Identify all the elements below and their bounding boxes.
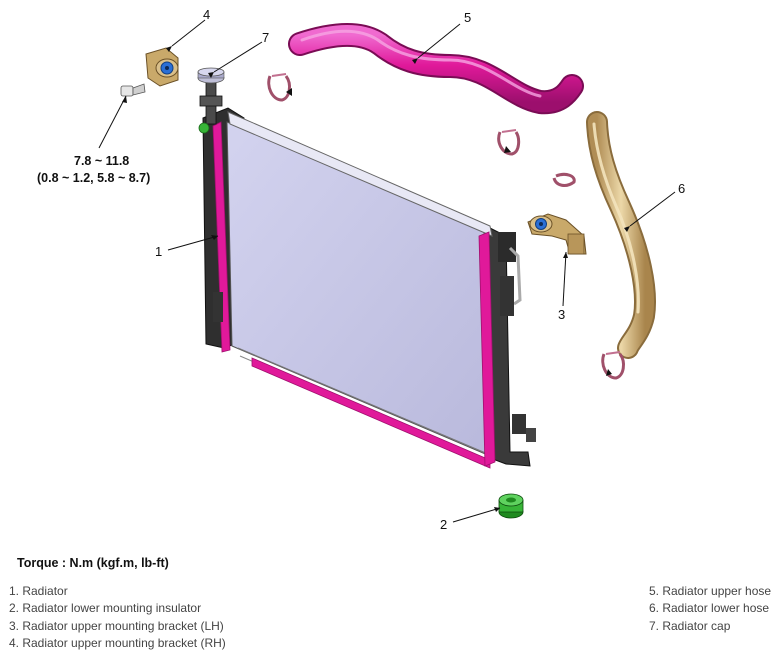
mounting-bolt	[120, 83, 146, 97]
hose-clamp	[601, 351, 625, 380]
legend-item: 5. Radiator upper hose	[649, 584, 772, 598]
callout-6: 6	[678, 181, 685, 196]
torque-spec-converted: (0.8 ~ 1.2, 5.8 ~ 8.7)	[37, 171, 150, 185]
hose-clamp	[497, 129, 521, 156]
hose-clamp	[267, 73, 291, 102]
legend-item: 3. Radiator upper mounting bracket (LH)	[9, 618, 224, 633]
radiator	[198, 81, 536, 469]
legend-item: 1. Radiator	[9, 584, 68, 598]
radiator-exploded-diagram: 4 7 5 6 1 3 2 7.8 ~ 11.8 (0.8 ~ 1.2, 5.8…	[37, 7, 685, 532]
radiator-upper-mounting-bracket-lh	[527, 213, 587, 255]
legend-item: 2. Radiator lower mounting insulator	[9, 601, 202, 616]
legend-item: 7. Radiator cap	[649, 618, 731, 633]
legend-item: 4. Radiator upper mounting bracket (RH)	[9, 635, 226, 650]
hose-clamp	[552, 172, 576, 187]
radiator-upper-hose	[288, 23, 584, 115]
legend-left: 1. Radiator 2. Radiator lower mounting i…	[9, 583, 226, 652]
callout-2: 2	[440, 517, 447, 532]
torque-heading: Torque : N.m (kgf.m, lb-ft)	[17, 556, 169, 570]
callout-5: 5	[464, 10, 471, 25]
callout-7: 7	[262, 30, 269, 45]
callout-3: 3	[558, 307, 565, 322]
legend-item: 6. Radiator lower hose	[649, 601, 770, 616]
callout-1: 1	[155, 244, 162, 259]
radiator-lower-mounting-insulator	[498, 493, 524, 519]
torque-spec-value: 7.8 ~ 11.8	[74, 154, 129, 168]
legend-right: 5. Radiator upper hose 6. Radiator lower…	[649, 583, 771, 635]
radiator-upper-mounting-bracket-rh	[145, 47, 179, 87]
radiator-lower-hose	[586, 111, 656, 359]
leader-lines	[98, 19, 676, 523]
callout-4: 4	[203, 7, 210, 22]
